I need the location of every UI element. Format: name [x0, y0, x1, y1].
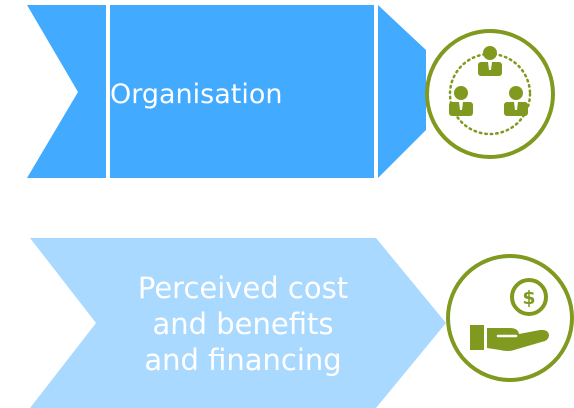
perceived-cost-chevron: [30, 238, 446, 408]
organisation-chevron-head: [378, 5, 426, 178]
perceived-cost-line-3: and financing: [144, 343, 342, 378]
perceived-cost-line-1: Perceived cost: [137, 270, 349, 305]
organisation-chevron-body: [110, 5, 374, 178]
hand-money-icon: $: [446, 254, 574, 382]
perceived-cost-label: Perceived cost and benefits and financin…: [98, 262, 388, 386]
organisation-chevron: [27, 5, 426, 178]
svg-text:$: $: [522, 287, 535, 309]
organisation-chevron-tail: [27, 5, 106, 178]
people-network-icon: [425, 29, 555, 159]
organisation-label: Organisation: [110, 79, 283, 111]
perceived-cost-line-2: and benefits: [152, 306, 334, 341]
